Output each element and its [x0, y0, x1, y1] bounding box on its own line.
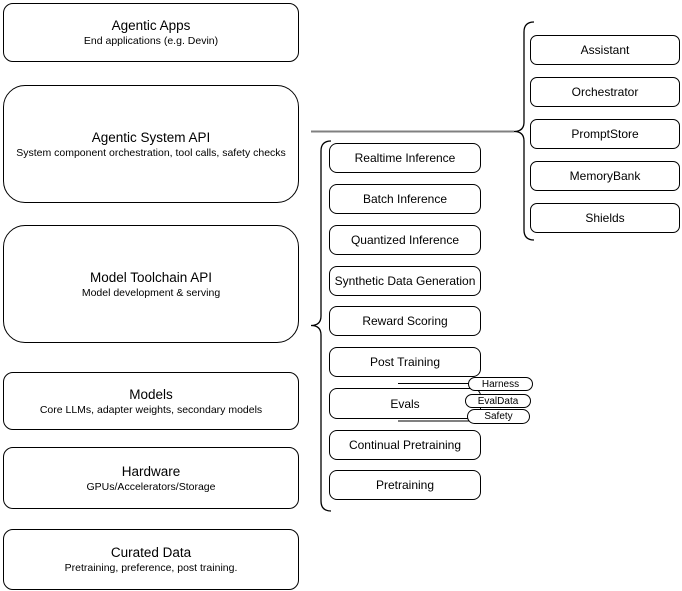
- node-label: Harness: [481, 378, 520, 390]
- node-label: EvalData: [477, 395, 519, 407]
- node-label: Shields: [585, 211, 625, 225]
- node-title: Models: [129, 386, 173, 402]
- node-subtitle: Pretraining, preference, post training.: [64, 562, 238, 574]
- node-synthetic-data-generation: Synthetic Data Generation: [329, 266, 481, 296]
- node-title: Agentic Apps: [111, 18, 191, 33]
- node-agentic-apps: Agentic Apps End applications (e.g. Devi…: [3, 3, 299, 62]
- node-orchestrator: Orchestrator: [530, 77, 680, 107]
- node-batch-inference: Batch Inference: [329, 184, 481, 214]
- node-safety-tag: Safety: [467, 409, 530, 424]
- node-evaldata-tag: EvalData: [465, 394, 531, 408]
- node-label: Assistant: [580, 43, 630, 57]
- node-subtitle: System component orchestration, tool cal…: [16, 146, 286, 159]
- node-memorybank: MemoryBank: [530, 161, 680, 191]
- node-harness-tag: Harness: [468, 377, 533, 391]
- node-label: Post Training: [369, 355, 441, 369]
- node-assistant: Assistant: [530, 35, 680, 65]
- node-title: Curated Data: [110, 545, 192, 560]
- node-title: Agentic System API: [91, 129, 211, 145]
- node-subtitle: End applications (e.g. Devin): [83, 35, 219, 47]
- node-label: Quantized Inference: [350, 233, 460, 247]
- node-shields: Shields: [530, 203, 680, 233]
- node-models: Models Core LLMs, adapter weights, secon…: [3, 372, 299, 430]
- node-curated-data: Curated Data Pretraining, preference, po…: [3, 529, 299, 590]
- node-label: Synthetic Data Generation: [334, 274, 476, 288]
- node-label: Batch Inference: [362, 192, 448, 206]
- node-promptstore: PromptStore: [530, 119, 680, 149]
- node-subtitle: GPUs/Accelerators/Storage: [86, 480, 216, 493]
- node-realtime-inference: Realtime Inference: [329, 143, 481, 173]
- node-continual-pretraining: Continual Pretraining: [329, 430, 481, 460]
- node-subtitle: Core LLMs, adapter weights, secondary mo…: [39, 403, 263, 416]
- node-title: Model Toolchain API: [89, 269, 213, 285]
- node-label: Reward Scoring: [362, 314, 448, 328]
- node-label: MemoryBank: [569, 169, 641, 183]
- node-label: Orchestrator: [571, 85, 639, 99]
- node-hardware: Hardware GPUs/Accelerators/Storage: [3, 447, 299, 509]
- node-agentic-system-api: Agentic System API System component orch…: [3, 85, 299, 203]
- node-label: Evals: [390, 396, 420, 411]
- node-pretraining: Pretraining: [329, 470, 481, 500]
- node-label: Continual Pretraining: [348, 438, 462, 452]
- node-label: Realtime Inference: [354, 151, 456, 165]
- node-quantized-inference: Quantized Inference: [329, 225, 481, 255]
- node-label: Safety: [484, 411, 513, 422]
- node-title: Hardware: [121, 463, 181, 479]
- node-subtitle: Model development & serving: [81, 286, 221, 299]
- node-reward-scoring: Reward Scoring: [329, 306, 481, 336]
- node-model-toolchain-api: Model Toolchain API Model development & …: [3, 225, 299, 343]
- node-post-training: Post Training: [329, 347, 481, 377]
- node-label: Pretraining: [375, 478, 435, 492]
- toolchain-group-brace: [310, 140, 332, 512]
- node-evals: Evals: [329, 388, 481, 419]
- node-label: PromptStore: [571, 127, 639, 141]
